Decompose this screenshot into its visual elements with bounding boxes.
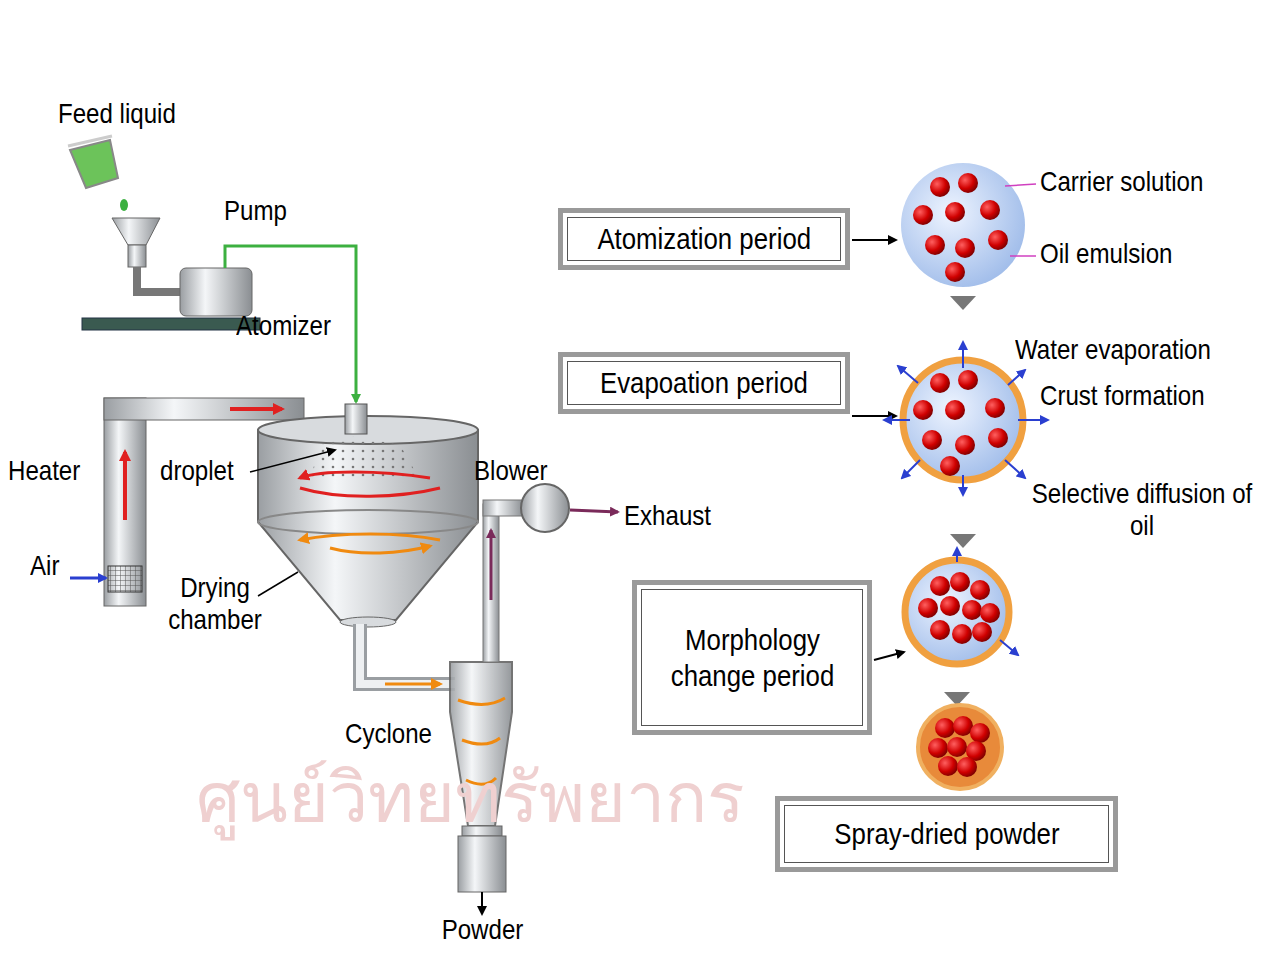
period-box: Spray-dried powder <box>775 796 1118 872</box>
part-label: Heater <box>8 455 80 487</box>
part-label: Oil emulsion <box>1040 238 1172 270</box>
period-box: Atomization period <box>558 208 850 270</box>
part-label: Air <box>30 550 59 582</box>
part-label: Water evaporation <box>1015 334 1211 366</box>
part-label: Powder <box>441 914 523 946</box>
period-label: Spray-dried powder <box>834 816 1059 852</box>
part-label: Selective diffusion of oil <box>1026 478 1258 542</box>
part-label: Feed liquid <box>58 98 176 130</box>
period-box: Evapoation period <box>558 352 850 414</box>
watermark: ศูนย์วิทยทรัพยากร <box>196 742 745 853</box>
part-label: Blower <box>474 455 548 487</box>
part-label: Crust formation <box>1040 380 1205 412</box>
part-label: droplet <box>160 455 234 487</box>
period-label: Atomization period <box>597 221 811 257</box>
part-label: Atomizer <box>236 310 331 342</box>
part-label: Exhaust <box>624 500 711 532</box>
part-label: Cyclone <box>345 718 432 750</box>
part-label: Drying chamber <box>159 572 271 636</box>
part-label: Carrier solution <box>1040 166 1203 198</box>
period-box: Morphology change period <box>632 580 872 735</box>
period-label: Morphology change period <box>655 622 849 694</box>
part-label: Pump <box>224 195 287 227</box>
period-label: Evapoation period <box>600 365 808 401</box>
